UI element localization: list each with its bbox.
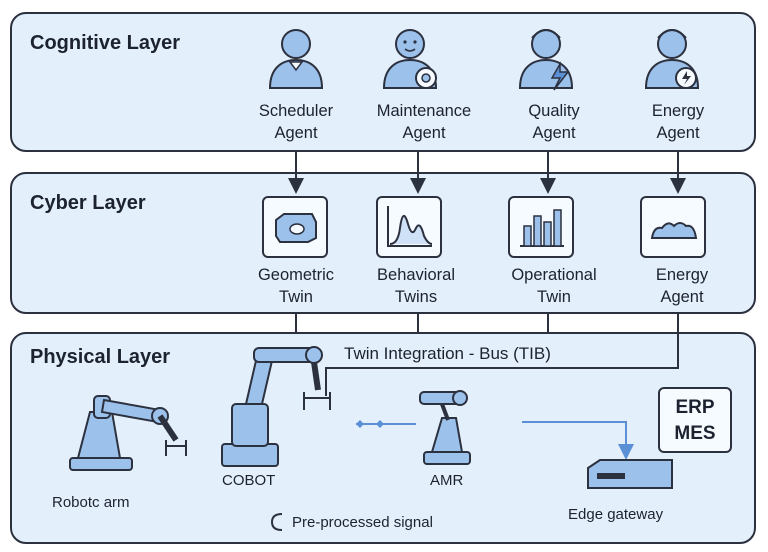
twin-geometric-label: Geometric Twin bbox=[257, 266, 335, 306]
physical-layer-title: Physical Layer bbox=[30, 346, 171, 368]
energy-wave-icon bbox=[650, 222, 698, 239]
robot-arm-label: Robotc arm bbox=[52, 494, 130, 511]
person-gear-icon bbox=[382, 29, 438, 89]
cognitive-layer-title: Cognitive Layer bbox=[30, 32, 181, 54]
geometric-twin-box bbox=[262, 196, 328, 258]
cube-model-icon bbox=[275, 213, 317, 243]
edge-gateway-label: Edge gateway bbox=[568, 506, 664, 523]
twin-integration-bus-label: Twin Integration - Bus (TIB) bbox=[344, 344, 551, 363]
legend-label: Pre-processed signal bbox=[292, 514, 433, 531]
agent-quality-label: Quality Agent bbox=[528, 102, 580, 142]
agent-scheduler-label: Scheduler Agent bbox=[258, 102, 334, 142]
robot-arm-icon bbox=[69, 395, 187, 471]
legend-bracket-icon bbox=[270, 513, 283, 531]
edge-gateway-icon bbox=[587, 459, 673, 489]
arrow-to-edge-gateway bbox=[522, 421, 634, 460]
agent-maintenance-label: Maintenance Agent bbox=[376, 102, 472, 142]
agent-energy-label: Energy Agent bbox=[651, 102, 705, 142]
cyber-layer-title: Cyber Layer bbox=[30, 192, 146, 214]
twin-operational-label: Operational Twin bbox=[511, 266, 597, 306]
amr-label: AMR bbox=[430, 472, 464, 489]
person-bolt-icon bbox=[518, 29, 574, 91]
erp-mes-box: ERP MES bbox=[658, 387, 732, 453]
energy-twin-box bbox=[640, 196, 706, 258]
bus-connectors bbox=[295, 314, 679, 396]
bar-chart-icon bbox=[520, 209, 564, 247]
twin-energy-label: Energy Agent bbox=[655, 266, 709, 306]
cognitive-layer-panel bbox=[10, 12, 756, 152]
cobot-icon bbox=[221, 346, 331, 467]
waveform-chart-icon bbox=[387, 206, 433, 247]
operational-twin-box bbox=[508, 196, 574, 258]
person-icon bbox=[268, 29, 324, 89]
amr-icon bbox=[419, 390, 471, 465]
behavioral-twin-box bbox=[376, 196, 442, 258]
twin-behavioral-label: Behavioral Twins bbox=[377, 266, 455, 306]
person-power-icon bbox=[644, 29, 700, 89]
cobot-label: COBOT bbox=[222, 472, 276, 489]
pre-processed-signal-line bbox=[356, 420, 416, 428]
